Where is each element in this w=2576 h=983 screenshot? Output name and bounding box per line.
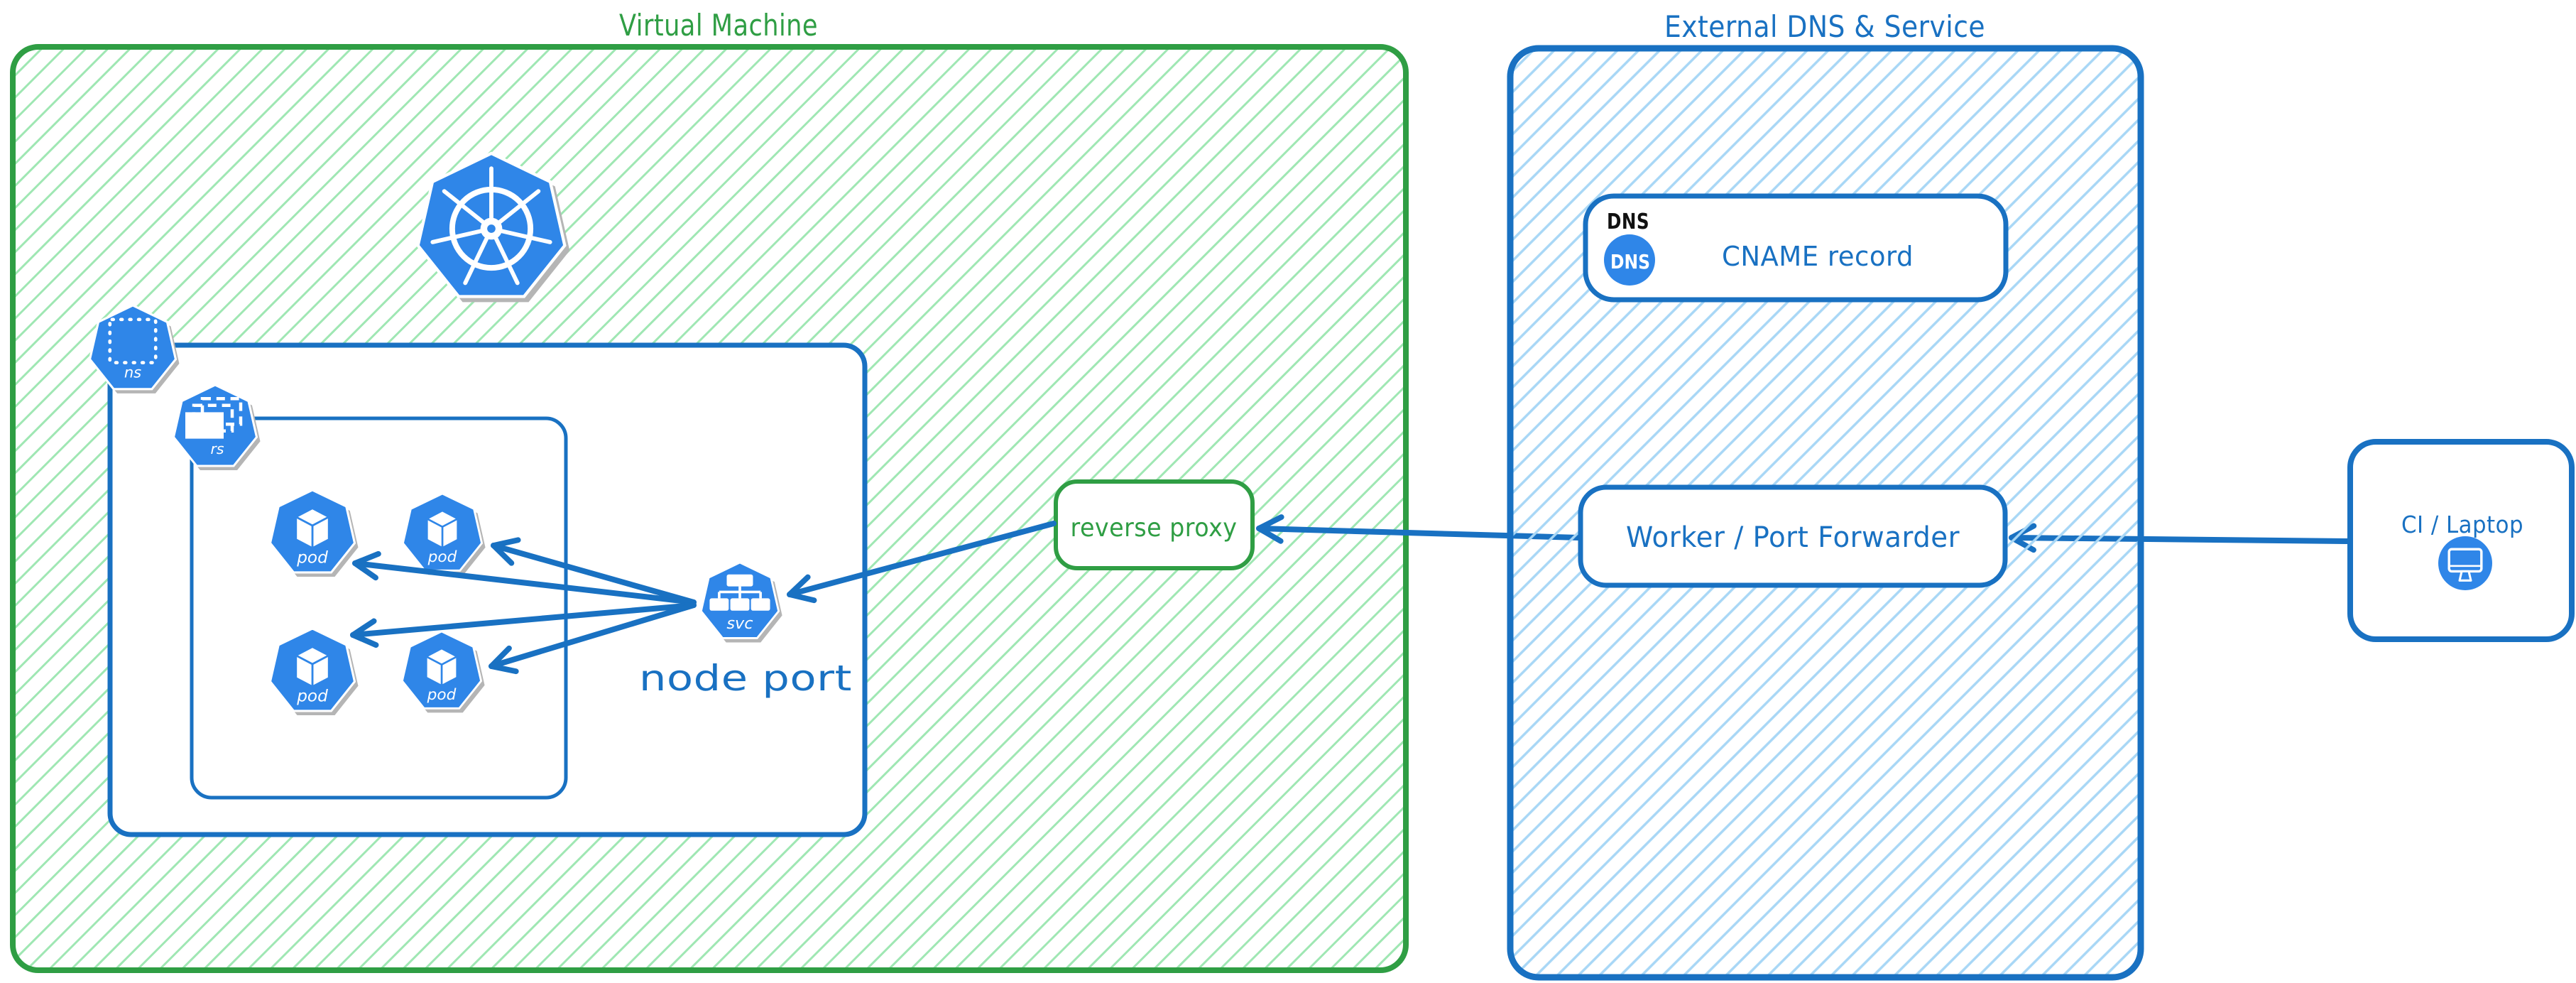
- node-port-label: node port: [639, 658, 852, 699]
- ci-laptop-label: CI / Laptop: [2401, 511, 2523, 538]
- replicaset-icon-label: rs: [210, 440, 224, 457]
- ci-laptop-node: CI / Laptop: [2347, 439, 2575, 642]
- laptop-icon: [2438, 536, 2492, 590]
- arrow-svc-to-pod-4: [489, 602, 697, 675]
- worker-port-forwarder-node: Worker / Port Forwarder: [1578, 484, 2008, 588]
- arrow-svc-to-pod-2: [491, 537, 697, 605]
- replicaset-box: [190, 416, 568, 800]
- reverse-proxy-node: reverse proxy: [1054, 479, 1255, 570]
- cname-record-label: CNAME record: [1722, 241, 1914, 272]
- pod-icon-label: pod: [296, 686, 328, 705]
- namespace-icon: ns: [90, 305, 180, 393]
- worker-port-forwarder-box: [1578, 484, 2008, 588]
- pod-icon-label: pod: [427, 548, 457, 566]
- arrow-svc-to-pod-1: [352, 550, 697, 605]
- worker-port-forwarder-label: Worker / Port Forwarder: [1626, 521, 1960, 554]
- external-dns-service-title: External DNS & Service: [1664, 9, 1985, 44]
- dns-icon-label: DNS: [1610, 250, 1650, 273]
- service-icon: svc: [701, 563, 782, 642]
- service-icon-label: svc: [726, 614, 753, 633]
- external-dns-service-group: External DNS & Service DNS DNS CNAME rec…: [1507, 9, 2144, 981]
- cname-record-box: [1583, 193, 2009, 303]
- pod-icon-3: pod: [271, 629, 359, 715]
- dns-icon: DNS: [1604, 234, 1655, 286]
- pod-icon-4: pod: [402, 631, 485, 713]
- pod-icon-label: pod: [427, 686, 457, 704]
- virtual-machine-title: Virtual Machine: [619, 8, 818, 43]
- dns-tag-label: DNS: [1607, 210, 1649, 234]
- namespace-icon-label: ns: [124, 364, 141, 381]
- virtual-machine-group: Virtual Machine ns rs: [10, 8, 1409, 973]
- replicaset-icon: rs: [174, 385, 261, 470]
- pod-icon-2: pod: [403, 494, 486, 575]
- arrow-reverse-proxy-to-svc: [787, 521, 1057, 604]
- pod-icon-label: pod: [296, 548, 328, 567]
- cname-record-node: DNS DNS CNAME record: [1583, 193, 2009, 303]
- reverse-proxy-label: reverse proxy: [1071, 514, 1238, 543]
- arrow-svc-to-pod-3: [350, 602, 697, 648]
- pod-icon-1: pod: [271, 490, 359, 577]
